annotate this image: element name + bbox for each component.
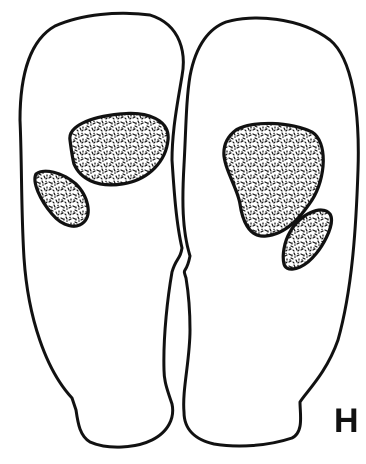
left-hemisphere-outline: [20, 13, 183, 447]
panel-label: H: [334, 404, 359, 438]
